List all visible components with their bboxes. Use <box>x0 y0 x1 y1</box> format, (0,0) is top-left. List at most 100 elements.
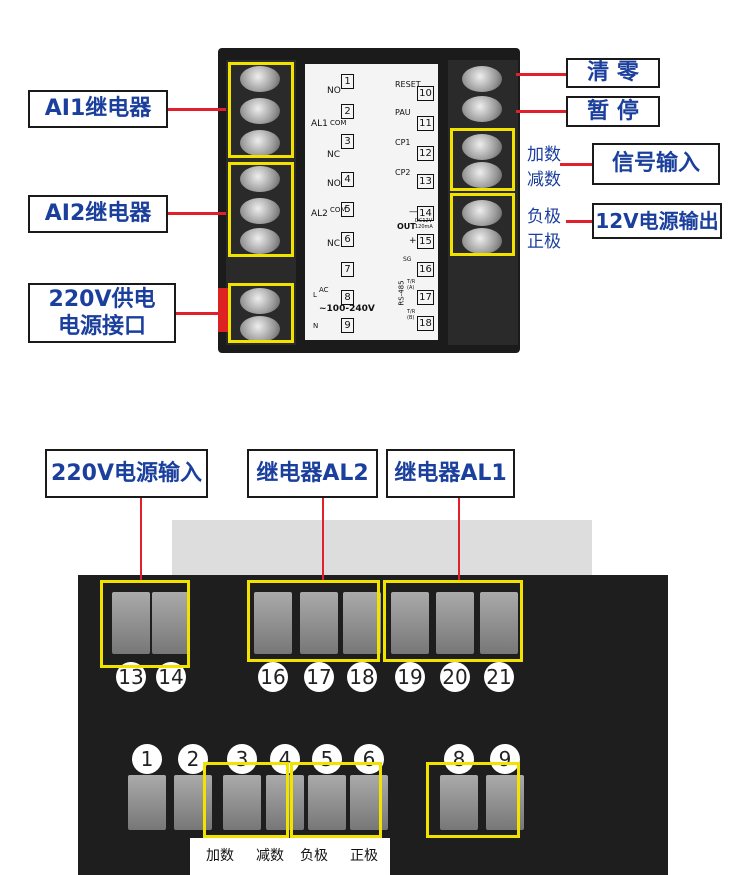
label-220v-input: 220V电源输入 <box>45 449 208 498</box>
highlight-8-9 <box>426 762 520 838</box>
panel-plus: + <box>409 236 417 246</box>
panel-terminal: 13 <box>417 174 434 189</box>
label-relay-al1: 继电器AL1 <box>386 449 515 498</box>
panel-out: OUT <box>397 222 416 231</box>
terminal-number: 1 <box>132 744 162 774</box>
panel-l: L <box>313 291 317 299</box>
panel-terminal: 14 <box>417 206 434 221</box>
text-sub: 减数 <box>527 170 561 190</box>
panel-nc: NC <box>327 150 341 160</box>
terminal-screw <box>391 592 429 654</box>
panel-terminal: 9 <box>341 318 354 333</box>
panel-terminal: 2 <box>341 104 354 119</box>
panel-ta: T/R (A) <box>407 279 416 291</box>
panel-n: N <box>313 322 319 330</box>
terminal-screw <box>152 592 190 654</box>
terminal-number: 20 <box>440 662 470 692</box>
label-pause: 暂 停 <box>566 96 660 127</box>
panel-al1: AL1 <box>311 119 328 129</box>
label-relay-al2: 继电器AL2 <box>247 449 378 498</box>
panel-terminal: 18 <box>417 316 434 331</box>
highlight-12v <box>450 193 515 256</box>
panel-terminal: 7 <box>341 262 354 277</box>
text-neg: 负极 <box>527 207 561 227</box>
power-plug <box>218 288 228 332</box>
highlight-19-21 <box>383 580 523 662</box>
panel-sg: SG <box>403 256 412 263</box>
terminal-screw <box>223 775 261 830</box>
highlight-power <box>228 283 294 343</box>
panel-cp1: CP1 <box>395 138 411 147</box>
panel-terminal: 16 <box>417 262 434 277</box>
highlight-al2 <box>228 162 294 257</box>
terminal-screw <box>436 592 474 654</box>
terminal-number: 17 <box>304 662 334 692</box>
under-sub: 减数 <box>256 848 284 864</box>
terminal-screw <box>254 592 292 654</box>
label-12v-output: 12V电源输出 <box>592 203 722 239</box>
highlight-3-4 <box>203 762 289 838</box>
panel-cp2: CP2 <box>395 168 411 177</box>
panel-terminal: 3 <box>341 134 354 149</box>
panel-minus: — <box>409 207 418 217</box>
label-ai2-relay: AI2继电器 <box>28 195 168 233</box>
label-signal-input: 信号输入 <box>592 143 720 185</box>
terminal-number: 19 <box>395 662 425 692</box>
panel-no: NO <box>327 179 341 189</box>
panel-terminal: 12 <box>417 146 434 161</box>
panel-com: COM <box>330 206 347 214</box>
panel-ac: AC <box>319 286 329 294</box>
panel-terminal: 11 <box>417 116 434 131</box>
terminal-screw <box>112 592 150 654</box>
panel-terminal: 1 <box>341 74 354 89</box>
terminal-screw <box>343 592 381 654</box>
panel-no: NO <box>327 86 341 96</box>
highlight-al1 <box>228 62 294 158</box>
terminal-screw <box>480 592 518 654</box>
text-pos: 正极 <box>527 232 561 252</box>
terminal-screw <box>440 775 478 830</box>
terminal-screw <box>266 775 304 830</box>
highlight-16-18 <box>247 580 380 662</box>
panel-tb: T/R (B) <box>407 309 416 321</box>
highlight-13-14 <box>100 580 190 668</box>
terminal-number: 16 <box>258 662 288 692</box>
panel-al2: AL2 <box>311 209 328 219</box>
panel-com: COM <box>330 119 347 127</box>
highlight-5-6 <box>290 762 382 838</box>
terminal-screw <box>300 592 338 654</box>
label-power-line1: 220V供电 <box>48 286 156 312</box>
label-power-line2: 电源接口 <box>57 314 146 339</box>
terminal-number: 18 <box>347 662 377 692</box>
under-add: 加数 <box>206 848 234 864</box>
panel-reset: RESET <box>395 80 421 89</box>
terminal-number: 8 <box>444 744 474 774</box>
panel-terminal: 15 <box>417 234 434 249</box>
terminal-screw <box>308 775 346 830</box>
under-neg: 负极 <box>300 848 328 864</box>
panel-terminal: 6 <box>341 232 354 247</box>
device-top-label <box>172 520 592 580</box>
panel-terminal: 17 <box>417 290 434 305</box>
label-reset: 清 零 <box>566 58 660 88</box>
panel-nc: NC <box>327 239 341 249</box>
highlight-signal <box>450 128 515 191</box>
terminal-screw <box>128 775 166 830</box>
label-power-input: 220V供电 电源接口 <box>28 283 176 343</box>
wiring-diagram-panel: AL1 NO COM NC AL2 NO COM NC AC L ~100-24… <box>305 64 438 340</box>
label-ai1-relay: AI1继电器 <box>28 90 168 128</box>
panel-pau: PAU <box>395 108 411 117</box>
panel-terminal: 8 <box>341 290 354 305</box>
terminal-number: 9 <box>490 744 520 774</box>
text-add: 加数 <box>527 145 561 165</box>
under-pos: 正极 <box>350 848 378 864</box>
panel-out-spec: DC12V 120mA <box>415 218 433 230</box>
terminal-number: 21 <box>484 662 514 692</box>
panel-terminal: 4 <box>341 172 354 187</box>
panel-terminal: 10 <box>417 86 434 101</box>
terminal-number: 3 <box>227 744 257 774</box>
panel-rs485: RS-485 <box>397 280 406 306</box>
panel-voltage: ~100-240V <box>319 304 375 314</box>
terminal-number: 5 <box>312 744 342 774</box>
panel-terminal: 5 <box>341 202 354 217</box>
